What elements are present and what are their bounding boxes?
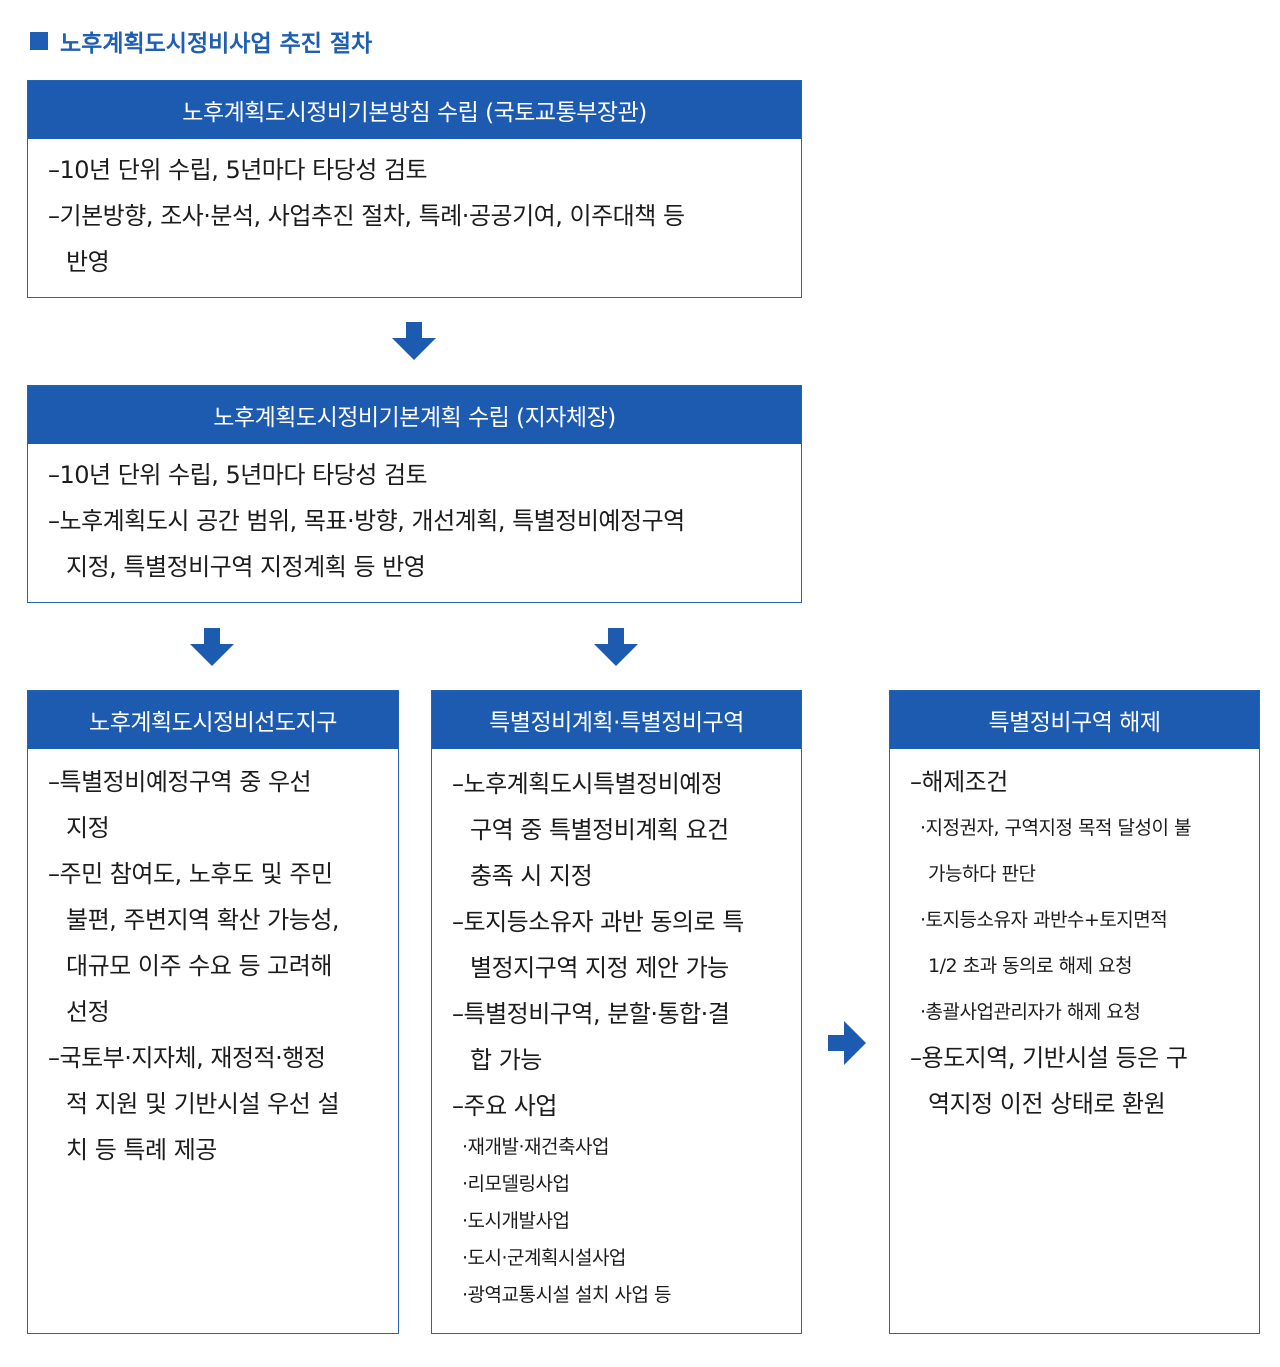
- release-condition-item: ·총괄사업관리자가 해제 요청: [920, 1001, 1141, 1023]
- page-title: 노후계획도시정비사업 추진 절차: [30, 24, 372, 58]
- district-release-header: 특별정비구역 해제: [890, 691, 1259, 749]
- special-plan-header: 특별정비계획·특별정비구역: [432, 691, 801, 749]
- release-condition-item: 가능하다 판단: [928, 863, 1036, 885]
- pilot-district-line: 지정: [66, 814, 110, 842]
- pilot-district-line: 치 등 특례 제공: [66, 1136, 217, 1164]
- release-condition-item: ·지정권자, 구역지정 목적 달성이 불: [920, 817, 1191, 839]
- pilot-district-line: –주민 참여도, 노후도 및 주민: [48, 860, 333, 888]
- special-plan-line: –토지등소유자 과반 동의로 특: [452, 908, 744, 936]
- arrow-down-icon: [594, 628, 638, 666]
- pilot-district-box: 노후계획도시정비선도지구 –특별정비예정구역 중 우선 지정 –주민 참여도, …: [27, 690, 399, 1334]
- main-project-item: ·리모델링사업: [462, 1173, 570, 1195]
- basic-plan-line: –10년 단위 수립, 5년마다 타당성 검토: [48, 461, 428, 489]
- basic-plan-box: 노후계획도시정비기본계획 수립 (지자체장) –10년 단위 수립, 5년마다 …: [27, 385, 802, 603]
- main-project-item: ·도시개발사업: [462, 1210, 570, 1232]
- basic-plan-header: 노후계획도시정비기본계획 수립 (지자체장): [28, 386, 801, 444]
- special-plan-line: –특별정비구역, 분할·통합·결: [452, 1000, 730, 1028]
- pilot-district-line: 적 지원 및 기반시설 우선 설: [66, 1090, 340, 1118]
- basic-plan-line: 지정, 특별정비구역 지정계획 등 반영: [66, 553, 426, 581]
- main-project-item: ·재개발·재건축사업: [462, 1136, 609, 1158]
- release-condition-item: 1/2 초과 동의로 해제 요청: [928, 955, 1133, 977]
- pilot-district-line: 대규모 이주 수요 등 고려해: [66, 952, 332, 980]
- arrow-down-icon: [190, 628, 234, 666]
- district-release-line: 역지정 이전 상태로 환원: [928, 1090, 1166, 1118]
- release-condition-label: –해제조건: [910, 768, 1008, 796]
- pilot-district-header: 노후계획도시정비선도지구: [28, 691, 398, 749]
- basic-policy-header: 노후계획도시정비기본방침 수립 (국토교통부장관): [28, 81, 801, 139]
- main-project-item: ·광역교통시설 설치 사업 등: [462, 1284, 671, 1306]
- basic-policy-line: –10년 단위 수립, 5년마다 타당성 검토: [48, 156, 428, 184]
- basic-policy-line: –기본방향, 조사·분석, 사업추진 절차, 특례·공공기여, 이주대책 등: [48, 202, 685, 230]
- pilot-district-line: –국토부·지자체, 재정적·행정: [48, 1044, 326, 1072]
- release-condition-item: ·토지등소유자 과반수+토지면적: [920, 909, 1168, 931]
- district-release-line: –용도지역, 기반시설 등은 구: [910, 1044, 1188, 1072]
- special-plan-line: –주요 사업: [452, 1092, 557, 1120]
- basic-policy-box: 노후계획도시정비기본방침 수립 (국토교통부장관) –10년 단위 수립, 5년…: [27, 80, 802, 298]
- pilot-district-line: –특별정비예정구역 중 우선: [48, 768, 312, 796]
- special-plan-line: 합 가능: [470, 1046, 542, 1074]
- arrow-right-icon: [828, 1021, 866, 1065]
- special-plan-line: 구역 중 특별정비계획 요건: [470, 816, 729, 844]
- basic-plan-line: –노후계획도시 공간 범위, 목표·방향, 개선계획, 특별정비예정구역: [48, 507, 685, 535]
- district-release-box: 특별정비구역 해제 –해제조건 ·지정권자, 구역지정 목적 달성이 불 가능하…: [889, 690, 1260, 1334]
- square-bullet-icon: [30, 32, 48, 50]
- pilot-district-line: 선정: [66, 998, 110, 1026]
- arrow-down-icon: [392, 322, 436, 360]
- special-plan-box: 특별정비계획·특별정비구역 –노후계획도시특별정비예정 구역 중 특별정비계획 …: [431, 690, 802, 1334]
- special-plan-line: 충족 시 지정: [470, 862, 593, 890]
- pilot-district-line: 불편, 주변지역 확산 가능성,: [66, 906, 340, 934]
- special-plan-line: 별정지구역 지정 제안 가능: [470, 954, 729, 982]
- special-plan-line: –노후계획도시특별정비예정: [452, 770, 723, 798]
- main-project-item: ·도시·군계획시설사업: [462, 1247, 626, 1269]
- page-title-text: 노후계획도시정비사업 추진 절차: [60, 31, 373, 57]
- basic-policy-line: 반영: [66, 248, 110, 276]
